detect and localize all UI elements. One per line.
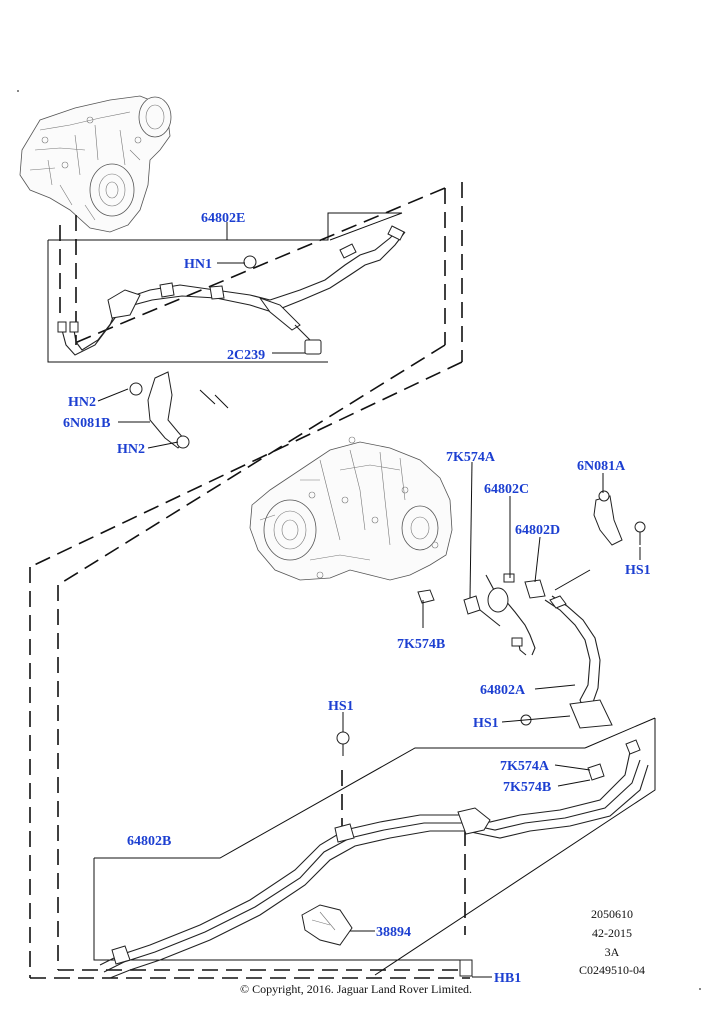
bolt-hb1 [459, 959, 473, 977]
meta-line-1: 2050610 [591, 907, 633, 921]
brake-pipes-64802B [99, 739, 649, 979]
diagram-meta: 2050610 42-2015 3A C0249510-04 [579, 907, 645, 977]
bracket-6N081B [129, 371, 229, 449]
label-6N081A: 6N081A [577, 459, 626, 474]
copyright-notice: © Copyright, 2016. Jaguar Land Rover Lim… [240, 982, 472, 996]
clip-38894 [301, 904, 353, 946]
dashed-outline [29, 182, 470, 979]
label-HN2-top: HN2 [68, 395, 96, 410]
label-38894: 38894 [376, 925, 411, 940]
meta-line-2: 42-2015 [592, 926, 632, 940]
box-64802B [93, 717, 656, 976]
brake-pipes-64802E [57, 225, 406, 356]
label-64802A: 64802A [480, 683, 526, 698]
label-7K574B-top: 7K574B [397, 637, 445, 652]
meta-line-4: C0249510-04 [579, 963, 645, 977]
corner-marks [17, 90, 701, 990]
label-HB1: HB1 [494, 971, 521, 986]
box-64802E [47, 212, 403, 363]
label-6N081B: 6N081B [63, 416, 110, 431]
label-HS1-mid: HS1 [328, 699, 354, 714]
label-7K574A-bottom: 7K574A [500, 759, 550, 774]
callout-labels: 64802E HN1 2C239 HN2 6N081B HN2 7K574A 6… [63, 211, 651, 986]
rear-differential-illustration [249, 436, 453, 581]
label-7K574B-bottom: 7K574B [503, 780, 551, 795]
label-HN1: HN1 [184, 257, 212, 272]
label-64802D: 64802D [515, 523, 560, 538]
sensor-pipes-middle [417, 569, 613, 729]
bracket-6N081A [593, 490, 646, 546]
label-7K574A-top: 7K574A [446, 450, 496, 465]
transfer-case-illustration [19, 95, 172, 233]
meta-line-3: 3A [605, 945, 620, 959]
label-HS1-right: HS1 [625, 563, 651, 578]
label-64802B: 64802B [127, 834, 171, 849]
bolt-hs1 [336, 714, 532, 756]
label-2C239: 2C239 [227, 348, 265, 363]
leader-lines [97, 222, 641, 978]
label-64802C: 64802C [484, 482, 529, 497]
label-HN2-bottom: HN2 [117, 442, 145, 457]
label-HS1-left: HS1 [473, 716, 499, 731]
label-64802E: 64802E [201, 211, 245, 226]
